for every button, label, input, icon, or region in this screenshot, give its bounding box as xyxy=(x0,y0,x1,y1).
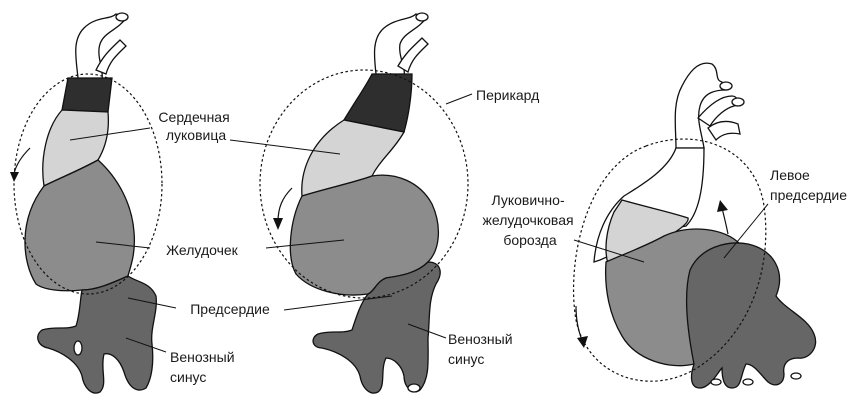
stage-3-vein-opening-2 xyxy=(743,379,753,385)
stage-1-direction-arrow xyxy=(10,148,30,182)
stage-2-vein-opening xyxy=(408,384,420,392)
stage-3-left-atrium xyxy=(687,243,816,388)
label-atrium: Предсердие xyxy=(190,301,270,317)
stage-2-looping xyxy=(230,13,472,393)
label-ventricle: Желудочек xyxy=(166,242,239,258)
label-sinus-2: Венозный синус xyxy=(448,331,516,367)
stage-3-looped-heart xyxy=(574,63,816,388)
label-groove: Луковично- желудочковая борозда xyxy=(483,192,578,248)
stage-3-direction-arrow-left xyxy=(576,306,588,348)
label-bulbus: Сердечная луковица xyxy=(158,109,233,143)
stage-3-arterial-vessels xyxy=(675,63,744,148)
stage-2-arterial-vessels xyxy=(374,13,428,76)
stage-1-bulbus-dark xyxy=(62,78,112,112)
stage-2-direction-arrow xyxy=(273,188,292,230)
stage-1-straight-tube xyxy=(10,13,176,393)
stage-3-direction-arrow-up xyxy=(717,200,728,234)
stage-2-pericardium-leader xyxy=(446,94,472,104)
stage-1-vein-opening xyxy=(74,341,82,355)
label-left-atrium: Левое предсердие xyxy=(770,167,847,203)
stage-1-arterial-vessels xyxy=(76,13,128,80)
label-sinus-1: Венозный синус xyxy=(170,349,238,385)
stage-1-ventricle xyxy=(25,160,134,291)
stage-3-vein-opening-3 xyxy=(711,379,721,385)
stage-3-vein-opening-1 xyxy=(791,373,801,379)
label-pericardium: Перикард xyxy=(476,87,539,103)
